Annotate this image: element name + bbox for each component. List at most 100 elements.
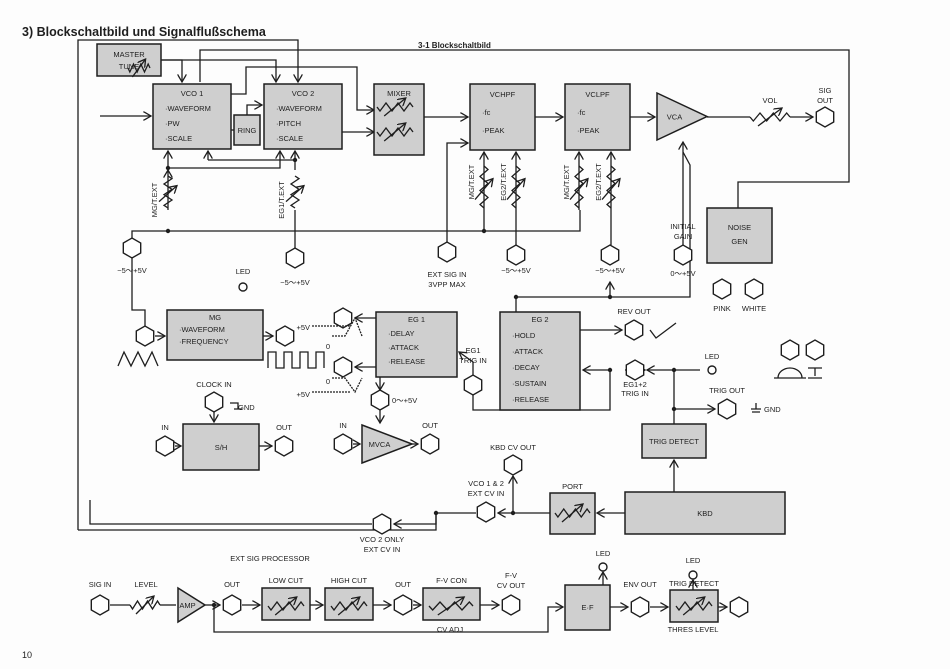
env-out-jack[interactable] <box>630 596 650 618</box>
vclpf-block-label: ·PEAK <box>577 126 600 135</box>
label: IN <box>161 423 169 432</box>
vclpf-block-label: VCLPF <box>585 90 610 99</box>
foot-switch-jack[interactable] <box>805 339 825 361</box>
label: LED <box>705 352 720 361</box>
variable-arrow-icon <box>158 186 177 203</box>
variable-arrow-icon <box>285 186 304 203</box>
signal-line <box>168 151 280 169</box>
resistor-icon <box>511 165 521 209</box>
high-cut-block-label: HIGH CUT <box>331 576 368 585</box>
label: THRES LEVEL <box>668 625 719 634</box>
mg-block-label: ·WAVEFORM <box>179 325 225 334</box>
eg1-rev-out-jack[interactable] <box>333 356 353 378</box>
trig-detect-out-jack[interactable] <box>729 596 749 618</box>
sh-in-jack[interactable] <box>155 435 175 457</box>
eg1-out-jack[interactable] <box>333 307 353 329</box>
label: REV OUT <box>617 307 651 316</box>
eg2-block-label: ·HOLD <box>512 331 536 340</box>
label: −5～+5V <box>501 266 531 275</box>
vco2-block-label: ·SCALE <box>276 134 303 143</box>
mod-label: MG/T.EXT <box>150 182 159 217</box>
signal-line <box>199 49 850 208</box>
variable-arrow-icon <box>135 596 154 615</box>
eg2-block-label: ·ATTACK <box>512 347 543 356</box>
junction-dot <box>211 602 217 608</box>
filter-out-jack[interactable] <box>393 594 413 616</box>
label: 0 <box>326 342 330 351</box>
trig-detect-block-label: TRIG DETECT <box>649 437 699 446</box>
eg2-block <box>499 311 581 411</box>
signal-line <box>161 59 182 82</box>
fv-cv-out-jack[interactable] <box>501 594 521 616</box>
variable-arrow-icon <box>474 179 493 201</box>
resistor-icon <box>289 175 301 209</box>
eg2-block-label: ·RELEASE <box>512 395 549 404</box>
pink-noise-jack[interactable] <box>712 278 732 300</box>
mvca-block <box>361 423 415 465</box>
vco12-ext-cv-in-jack[interactable] <box>476 501 496 523</box>
label: OUT <box>276 423 292 432</box>
mvca-block-label: MVCA <box>369 440 391 449</box>
vco1-block <box>152 83 232 150</box>
mvca-cv-jack[interactable] <box>370 389 390 411</box>
rev-out-jack[interactable] <box>624 319 644 341</box>
mg-tri-out-jack[interactable] <box>135 325 155 347</box>
portamento-block-label: PORT <box>562 482 583 491</box>
mvca-in-jack[interactable] <box>333 433 353 455</box>
label: SIG IN <box>89 580 112 589</box>
master-tune-block-label: TUNE <box>119 62 139 71</box>
label: 3VPP MAX <box>428 280 465 289</box>
sig-out-jack[interactable] <box>815 106 835 128</box>
signal-line <box>161 59 276 82</box>
variable-arrow-icon <box>601 179 620 201</box>
amp-out-jack[interactable] <box>222 594 242 616</box>
clock-in-jack[interactable] <box>204 391 224 413</box>
kbd-cv-out-jack[interactable] <box>503 454 523 476</box>
sample-hold-block <box>182 423 260 471</box>
white-noise-jack[interactable] <box>744 278 764 300</box>
signal-line <box>231 66 374 110</box>
label: 0～+5V <box>670 269 695 278</box>
eg1-ext-jack[interactable] <box>285 247 305 269</box>
label: ENV OUT <box>623 580 657 589</box>
label: +5V <box>296 323 310 332</box>
vco2-only-ext-cv-in-jack[interactable] <box>372 513 392 535</box>
label: LEVEL <box>134 580 157 589</box>
vca-block-label: VCA <box>667 113 682 122</box>
mvca-out-jack[interactable] <box>420 433 440 455</box>
headphone-jack[interactable] <box>780 339 800 361</box>
vchpf-block-label: ·fc <box>482 108 491 117</box>
variable-arrow-icon <box>383 98 406 117</box>
vclpf-ext-jack[interactable] <box>600 244 620 266</box>
initial-gain-jack[interactable] <box>673 244 693 266</box>
label: CV ADJ <box>437 625 464 634</box>
label: −5～+5V <box>595 266 625 275</box>
trig-out-jack[interactable] <box>717 398 737 420</box>
signal-line <box>673 369 715 409</box>
vchpf-ext-jack[interactable] <box>506 244 526 266</box>
ext-sig-in-jack[interactable] <box>437 241 457 263</box>
led-indicator <box>598 562 608 572</box>
sh-out-jack[interactable] <box>274 435 294 457</box>
junction-dot <box>671 367 677 373</box>
resistor-icon <box>162 175 174 209</box>
variable-arrow-icon <box>682 597 705 616</box>
square-wave-icon <box>267 351 325 369</box>
triangle-wave-icon <box>117 350 159 368</box>
mg-ext-jack[interactable] <box>122 237 142 259</box>
mg-square-out-jack[interactable] <box>275 325 295 347</box>
page-title: 3) Blockschaltbild und Signalflußschema <box>22 25 267 39</box>
eg1-trig-in-jack[interactable] <box>463 374 483 396</box>
mg-block-label: MG <box>209 313 221 322</box>
eg1-block-label: EG 1 <box>408 315 425 324</box>
sig-in-jack[interactable] <box>90 594 110 616</box>
signal-line <box>751 403 761 413</box>
junction-dot <box>607 367 613 373</box>
eg2-block-label: ·SUSTAIN <box>512 379 546 388</box>
label: −5～+5V <box>280 278 310 287</box>
inverted-envelope-icon <box>312 377 363 394</box>
variable-arrow-icon <box>569 179 588 201</box>
eg12-trig-in-jack[interactable] <box>625 359 645 381</box>
junction-dot <box>165 228 171 234</box>
resistor-icon <box>606 165 616 209</box>
